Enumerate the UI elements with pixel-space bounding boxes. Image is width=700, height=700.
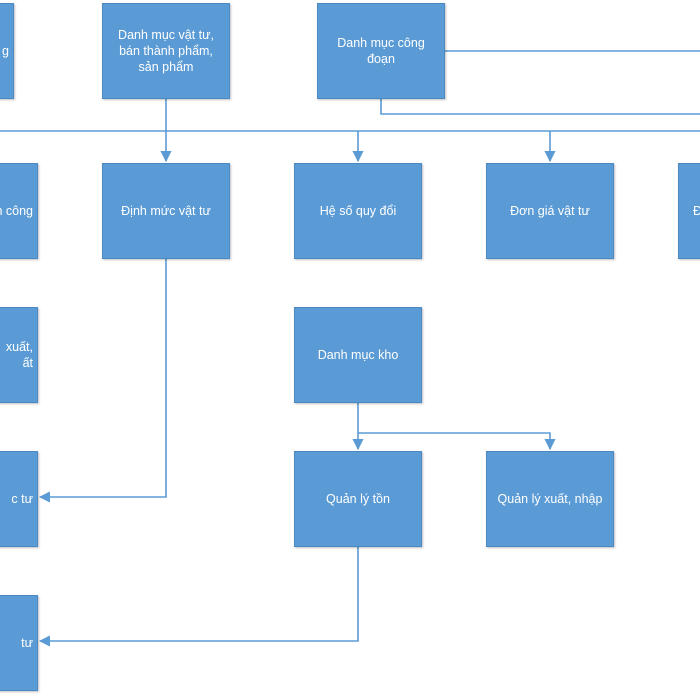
node-partial-left-top[interactable]: g xyxy=(0,3,14,99)
node-partial-left-ctu[interactable]: c tư xyxy=(0,451,38,547)
node-partial-left-xuat[interactable]: xuất, ất xyxy=(0,307,38,403)
node-partial-left-cong[interactable]: n công xyxy=(0,163,38,259)
connector-dinhmuc-to-left xyxy=(38,259,167,503)
node-danh-muc-vat-tu[interactable]: Danh mục vật tư, bán thành phẩm, sản phẩ… xyxy=(102,3,230,99)
node-partial-left-tu[interactable]: tư xyxy=(0,595,38,691)
node-he-so-quy-doi[interactable]: Hệ số quy đổi xyxy=(294,163,422,259)
connector-ton-to-left xyxy=(38,547,359,647)
node-quan-ly-xuat-nhap[interactable]: Quản lý xuất, nhập xyxy=(486,451,614,547)
node-danh-muc-kho[interactable]: Danh mục kho xyxy=(294,307,422,403)
node-quan-ly-ton[interactable]: Quản lý tồn xyxy=(294,451,422,547)
node-danh-muc-cong-doan[interactable]: Danh mục công đoạn xyxy=(317,3,445,99)
node-dinh-muc-vat-tu[interactable]: Định mức vật tư xyxy=(102,163,230,259)
node-partial-right-dinh[interactable]: Địn xyxy=(678,163,700,259)
connector-kho-to-xuatnhap xyxy=(358,432,556,451)
node-don-gia-vat-tu[interactable]: Đơn giá vật tư xyxy=(486,163,614,259)
connector-congdoan-down xyxy=(380,99,700,115)
